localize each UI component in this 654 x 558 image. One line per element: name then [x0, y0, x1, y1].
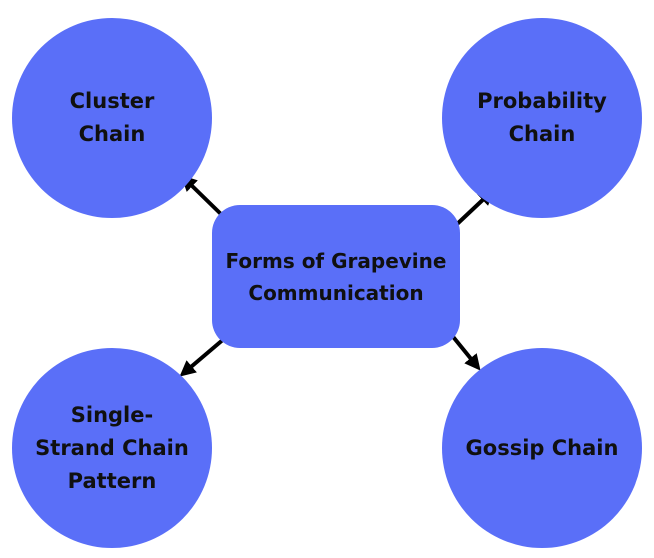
node-label: Single- Strand Chain Pattern: [35, 402, 189, 493]
arrow-to-cluster: [180, 174, 227, 220]
node-label: Gossip Chain: [465, 435, 619, 460]
node-single-strand-chain: Single- Strand Chain Pattern: [12, 348, 212, 548]
arrow-to-gossip: [448, 331, 481, 371]
node-gossip-chain: Gossip Chain: [442, 348, 642, 548]
node-cluster-chain: Cluster Chain: [12, 18, 212, 218]
node-probability-chain: Probability Chain: [442, 18, 642, 218]
node-label: Cluster Chain: [69, 89, 155, 146]
center-node: Forms of Grapevine Communication: [212, 205, 460, 348]
node-label: Probability Chain: [477, 89, 607, 146]
center-label: Forms of Grapevine Communication: [225, 248, 447, 305]
arrow-to-single-strand: [179, 336, 227, 377]
